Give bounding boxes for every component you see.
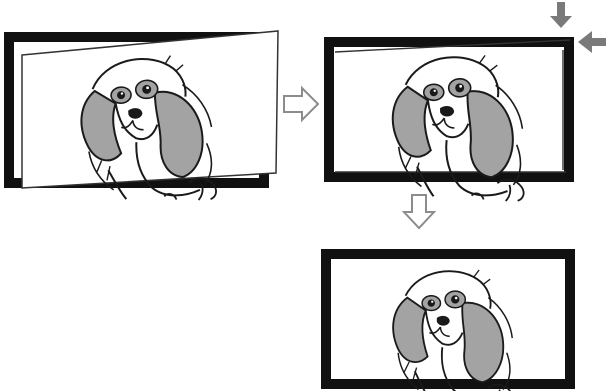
right-outline-arrow-icon [284,88,318,120]
down-outline-arrow-icon [404,195,434,228]
tilted-image-border [22,31,278,188]
panel-tilted [9,31,278,208]
panel-corrected [329,40,570,203]
left-solid-arrow-icon [578,31,606,53]
panel-result [326,254,570,391]
down-solid-arrow-icon [550,2,572,28]
